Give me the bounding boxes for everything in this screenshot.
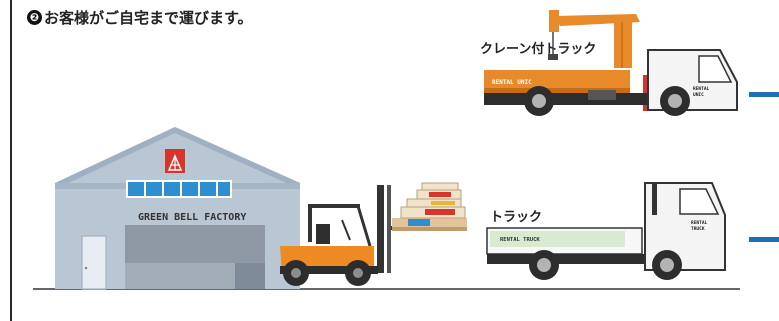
arrow-right-top [749, 92, 779, 97]
factory-windows [126, 180, 232, 198]
arrow-right-bottom [749, 237, 779, 242]
step-text: お客様がご自宅まで運びます。 [44, 9, 253, 27]
truck-label: トラック [490, 210, 543, 225]
factory-door [81, 235, 107, 290]
boxes [400, 182, 466, 226]
svg-text:UNIC: UNIC [693, 92, 704, 98]
factory-sign: GREEN BELL FACTORY [138, 212, 246, 223]
svg-text:TRUCK: TRUCK [691, 226, 705, 232]
truck-bed-text: RENTAL TRUCK [500, 237, 540, 243]
factory-building: GREEN BELL FACTORY [55, 127, 300, 290]
left-border-line [10, 0, 12, 321]
step-number: ❷ [27, 10, 42, 25]
crane-truck-label: クレーン付トラック [480, 42, 597, 57]
svg-text:RENTAL: RENTAL [693, 86, 710, 92]
step-heading: ❷ お客様がご自宅まで運びます。 [27, 7, 253, 28]
crane-truck: RENTAL UNIC RENTAL UNIC [484, 10, 738, 116]
forklift [280, 182, 467, 286]
truck: RENTAL TRUCK RENTAL TRUCK [486, 182, 726, 280]
crane-truck-bed-text: RENTAL UNIC [492, 79, 532, 86]
factory-logo [165, 149, 185, 173]
svg-text:RENTAL: RENTAL [691, 220, 708, 226]
